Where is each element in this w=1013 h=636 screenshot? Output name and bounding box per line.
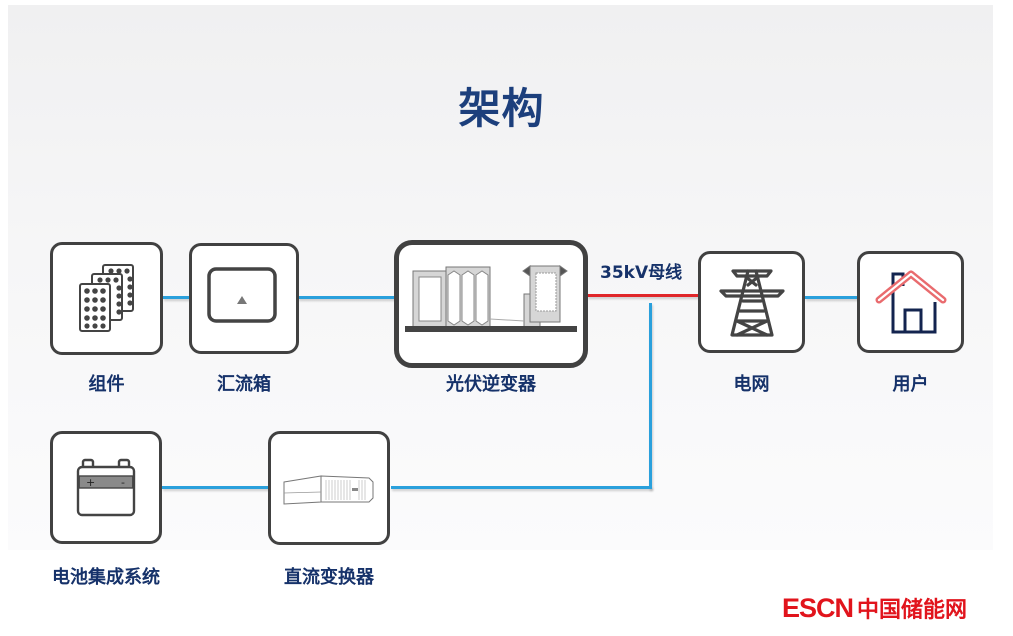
- node-combiner: [189, 243, 299, 354]
- dc-converter-icon: [283, 475, 374, 505]
- node-user: [857, 251, 964, 353]
- label-battery: 电池集成系统: [52, 567, 160, 588]
- link-combiner-inverter: [298, 296, 395, 299]
- node-inverter: [394, 240, 588, 368]
- label-user: 用户: [892, 374, 929, 395]
- link-module-combiner: [163, 296, 190, 299]
- transmission-tower-icon: [718, 269, 785, 337]
- link-battery-dcdc: [162, 486, 269, 489]
- busbar-35kv-line: [587, 294, 699, 297]
- logo-cn: 中国储能网: [857, 598, 968, 623]
- label-grid: 电网: [733, 374, 770, 395]
- label-dcdc: 直流变换器: [284, 567, 374, 588]
- svg-text:+: +: [86, 476, 95, 489]
- node-grid: [698, 251, 805, 353]
- node-module: [50, 242, 163, 355]
- node-dcdc: [268, 431, 390, 545]
- link-busbar-dcdc-vertical: [649, 303, 652, 489]
- link-grid-user: [805, 296, 858, 299]
- label-inverter: 光伏逆变器: [446, 374, 536, 395]
- house-icon: [875, 270, 946, 334]
- label-combiner: 汇流箱: [217, 374, 271, 395]
- link-busbar-dcdc-horizontal: [391, 486, 652, 489]
- logo-en: ESCN: [782, 593, 854, 623]
- busbar-label: 35kV母线: [600, 263, 683, 283]
- escn-logo: ESCN 中国储能网: [782, 592, 967, 624]
- inverter-station-icon: [405, 265, 577, 332]
- combiner-box-icon: [207, 266, 277, 323]
- label-module: 组件: [88, 374, 125, 395]
- battery-icon: + -: [76, 458, 136, 516]
- node-battery: + -: [50, 431, 162, 544]
- svg-text:-: -: [121, 476, 125, 489]
- page-title: 架构: [458, 84, 545, 133]
- solar-panel-icon: [78, 263, 134, 332]
